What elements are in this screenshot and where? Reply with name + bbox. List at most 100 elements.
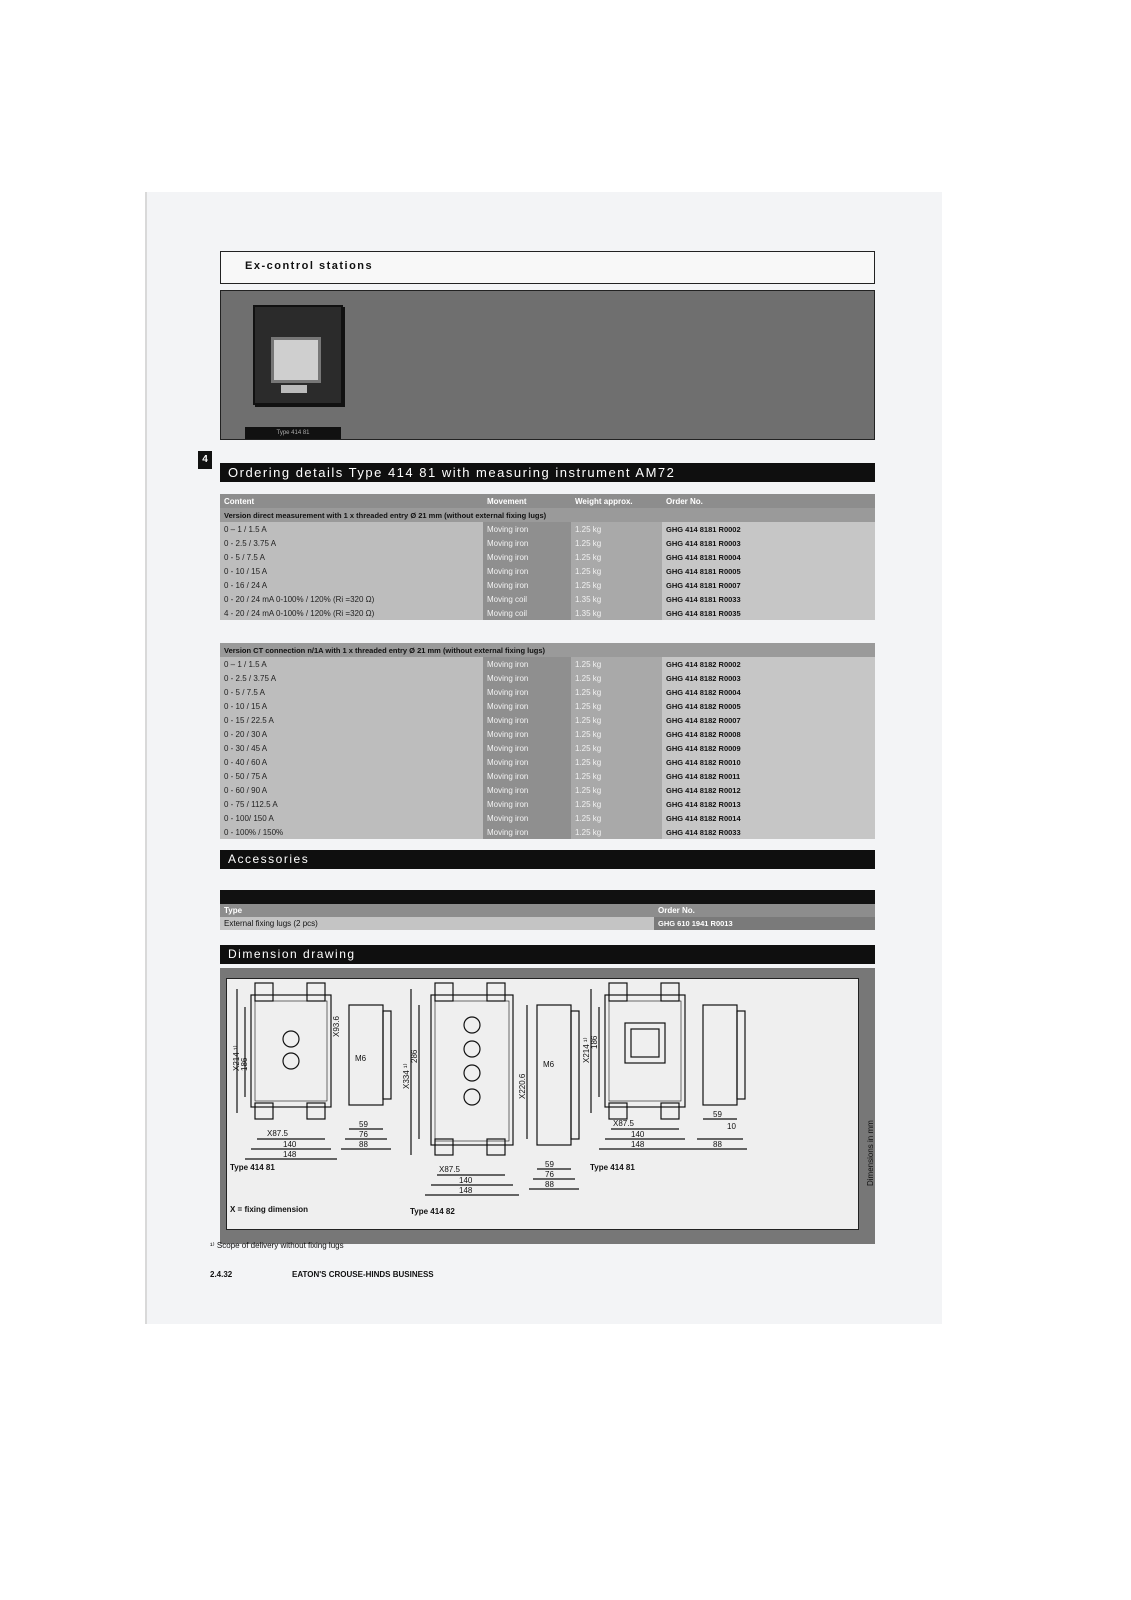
- dim-88: 88: [359, 1140, 368, 1149]
- cell-movement: Moving iron: [483, 564, 571, 578]
- cell-order-no: GHG 414 8182 R0011: [662, 769, 875, 783]
- cell-order-no: GHG 414 8182 R0004: [662, 685, 875, 699]
- cell-content: 0 - 2.5 / 3.75 A: [220, 671, 483, 685]
- cell-order-no: GHG 414 8181 R0002: [662, 522, 875, 536]
- dim-10-c: 10: [727, 1122, 736, 1131]
- cell-order-no: GHG 414 8182 R0008: [662, 727, 875, 741]
- dim-x936: X93.6: [332, 1016, 341, 1037]
- cell-order-no: GHG 414 8181 R0004: [662, 550, 875, 564]
- header-title: Ex-control stations: [245, 260, 374, 272]
- cell-order-no: GHG 414 8182 R0010: [662, 755, 875, 769]
- cell-weight: 1.25 kg: [571, 578, 662, 592]
- cell-movement: Moving coil: [483, 592, 571, 606]
- table-row: 4 - 20 / 24 mA 0-100% / 120% (Ri =320 Ω)…: [220, 606, 875, 620]
- cell-weight: 1.25 kg: [571, 685, 662, 699]
- col-type: Type: [220, 904, 654, 917]
- accessories-title: Accessories: [220, 850, 875, 869]
- type-label-a: Type 414 81: [230, 1163, 275, 1172]
- dim-88-b: 88: [545, 1180, 554, 1189]
- cell-content: 0 – 1 / 1.5 A: [220, 522, 483, 536]
- cell-weight: 1.25 kg: [571, 550, 662, 564]
- cell-order-no: GHG 414 8182 R0003: [662, 671, 875, 685]
- page-header: Ex-control stations: [220, 251, 875, 284]
- cell-weight: 1.25 kg: [571, 741, 662, 755]
- cell-movement: Moving iron: [483, 522, 571, 536]
- group-heading: Version CT connection n/1A with 1 x thre…: [220, 643, 875, 657]
- cell-content: 0 - 60 / 90 A: [220, 783, 483, 797]
- drawing-type-41482: [410, 982, 580, 1196]
- cell-content: 0 - 100% / 150%: [220, 825, 483, 839]
- cell-weight: 1.25 kg: [571, 727, 662, 741]
- col-weight: Weight approx.: [571, 494, 662, 508]
- dim-x334: X334 ¹⁾: [402, 1063, 411, 1089]
- cell-order-no: GHG 414 8182 R0009: [662, 741, 875, 755]
- cell-weight: 1.25 kg: [571, 755, 662, 769]
- dim-148-c: 148: [631, 1140, 645, 1149]
- cell-content: 0 - 2.5 / 3.75 A: [220, 536, 483, 550]
- cell-weight: 1.25 kg: [571, 825, 662, 839]
- dim-x875-c: X87.5: [613, 1119, 634, 1128]
- dim-148-b: 148: [459, 1186, 473, 1195]
- cell-order-no: GHG 414 8182 R0014: [662, 811, 875, 825]
- cell-order-no: GHG 414 8181 R0005: [662, 564, 875, 578]
- dim-59-b: 59: [545, 1160, 554, 1169]
- type-label-b: Type 414 82: [410, 1207, 455, 1216]
- cell-content: 0 – 1 / 1.5 A: [220, 657, 483, 671]
- cell-movement: Moving iron: [483, 811, 571, 825]
- cell-order-no: GHG 414 8182 R0033: [662, 825, 875, 839]
- cell-movement: Moving iron: [483, 769, 571, 783]
- dim-140: 140: [283, 1140, 297, 1149]
- dim-88-c: 88: [713, 1140, 722, 1149]
- dim-x2206: X220.6: [518, 1073, 527, 1099]
- cell-weight: 1.25 kg: [571, 564, 662, 578]
- product-photo: Type 414 81: [220, 290, 875, 440]
- group-heading: Version direct measurement with 1 x thre…: [220, 508, 875, 522]
- cell-content: 0 - 16 / 24 A: [220, 578, 483, 592]
- type-label-c: Type 414 81: [590, 1163, 635, 1172]
- accessories-table: Type Order No. External fixing lugs (2 p…: [220, 904, 875, 930]
- cell-content: 0 - 20 / 30 A: [220, 727, 483, 741]
- cell-weight: 1.25 kg: [571, 657, 662, 671]
- drawing-type-41481-window: [590, 982, 747, 1150]
- cell-movement: Moving iron: [483, 783, 571, 797]
- dim-148: 148: [283, 1150, 297, 1159]
- dim-x875-b: X87.5: [439, 1165, 460, 1174]
- dim-59-c: 59: [713, 1110, 722, 1119]
- col-movement: Movement: [483, 494, 571, 508]
- cell-weight: 1.25 kg: [571, 671, 662, 685]
- col-order-no: Order No.: [654, 904, 875, 917]
- cell-content: 0 - 30 / 45 A: [220, 741, 483, 755]
- cell-order-no: GHG 414 8182 R0007: [662, 713, 875, 727]
- dimension-svg: X214 ¹⁾ 186 M6 X87.5 140 148 59 76 88 X8…: [232, 982, 747, 1196]
- cell-movement: Moving iron: [483, 671, 571, 685]
- col-order-no: Order No.: [662, 494, 875, 508]
- cell-weight: 1.25 kg: [571, 522, 662, 536]
- ordering-table-ct: Version CT connection n/1A with 1 x thre…: [220, 643, 875, 839]
- meter-window: [271, 337, 321, 383]
- cell-weight: 1.35 kg: [571, 592, 662, 606]
- cell-movement: Moving iron: [483, 685, 571, 699]
- cell-weight: 1.25 kg: [571, 713, 662, 727]
- cell-weight: 1.25 kg: [571, 811, 662, 825]
- cell-order-no: GHG 414 8181 R0007: [662, 578, 875, 592]
- drawing-type-41481: [236, 982, 392, 1160]
- col-content: Content: [220, 494, 483, 508]
- group2-heading: Version CT connection n/1A with 1 x thre…: [220, 643, 875, 657]
- dim-186-c: 186: [590, 1035, 599, 1049]
- legend-fixing: X = fixing dimension: [230, 1205, 309, 1214]
- dim-140-b: 140: [459, 1176, 473, 1185]
- cell-movement: Moving iron: [483, 727, 571, 741]
- cell-movement: Moving iron: [483, 825, 571, 839]
- table-header: Type Order No.: [220, 904, 875, 917]
- ordering-table-direct: Content Movement Weight approx. Order No…: [220, 494, 875, 620]
